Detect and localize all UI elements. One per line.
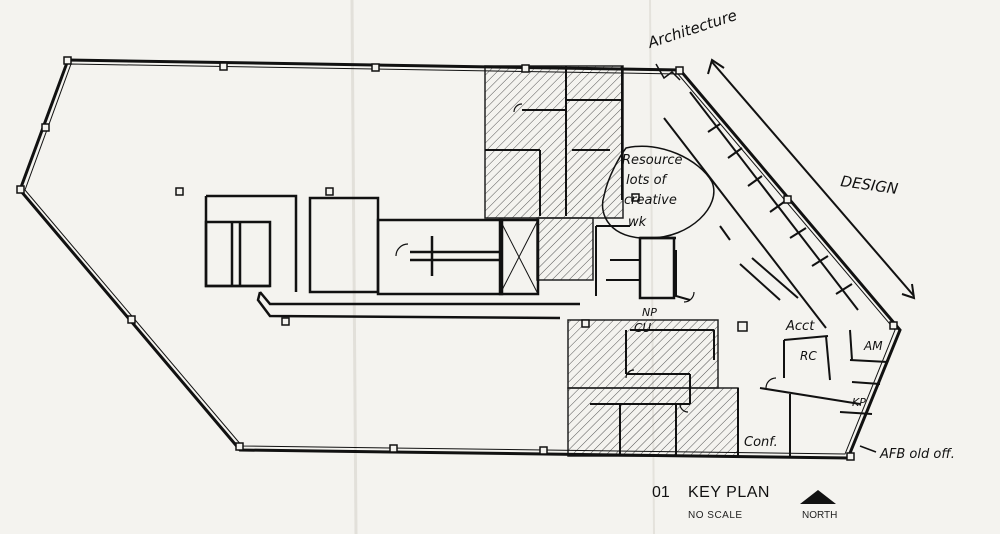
interior-walls [485,66,889,456]
drawing-number: 01 [652,484,670,501]
resource-note-line1: Resource [622,153,683,168]
afb-old-office-note: AFB old off. [879,447,955,462]
resource-note-line4: wk [628,215,647,230]
acct-label: Acct [785,319,815,334]
design-arrow [707,58,916,300]
architecture-note: Architecture [645,6,739,52]
resource-note-line3: creative [624,193,677,208]
door-swings [395,103,777,413]
rc-label: RC [800,349,817,363]
north-arrow-icon [800,490,836,504]
hatched-area-core [536,217,594,281]
design-note: DESIGN [839,172,899,198]
title-block: 01 KEY PLAN NO SCALE NORTH [652,484,862,530]
hatched-area-south-lower [567,387,739,457]
kp-label: KP [852,396,866,409]
north-label: NORTH [802,510,838,521]
structural-columns [16,56,898,461]
hatched-area-north [484,65,624,219]
conf-label: Conf. [744,435,778,450]
hatched-areas [484,65,739,457]
architecture-leader [655,63,681,81]
np-label: NP [642,306,657,319]
drawing-title: KEY PLAN [688,484,770,501]
scale-note: NO SCALE [688,510,743,521]
resource-zone-outline [601,145,715,239]
paper-fold-left [350,0,358,534]
afb-leader [859,445,877,453]
cu-label: CU [634,321,651,335]
am-label: AM [863,339,883,353]
resource-note-line2: lots of [626,173,669,188]
